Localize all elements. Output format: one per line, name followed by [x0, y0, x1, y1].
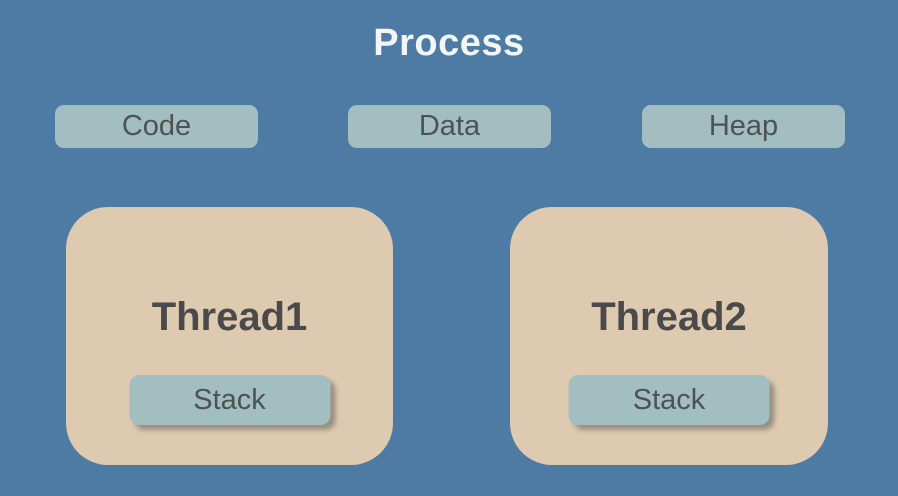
thread2-stack-label: Stack: [632, 383, 706, 416]
process-title: Process: [373, 22, 525, 64]
data-box-label: Data: [418, 110, 481, 142]
thread1-panel: Thread1 Stack: [66, 207, 393, 465]
heap-box-label: Heap: [708, 110, 779, 142]
thread2-stack-box: Stack: [568, 375, 770, 425]
thread2-panel: Thread2 Stack: [510, 207, 828, 465]
thread1-stack-label: Stack: [193, 383, 266, 416]
thread1-title: Thread1: [151, 295, 308, 339]
data-box: Data: [348, 105, 551, 148]
thread2-title: Thread2: [591, 295, 747, 339]
thread1-stack-box: Stack: [129, 375, 330, 425]
code-box: Code: [55, 105, 258, 148]
code-box-label: Code: [121, 110, 192, 142]
heap-box: Heap: [642, 105, 845, 148]
